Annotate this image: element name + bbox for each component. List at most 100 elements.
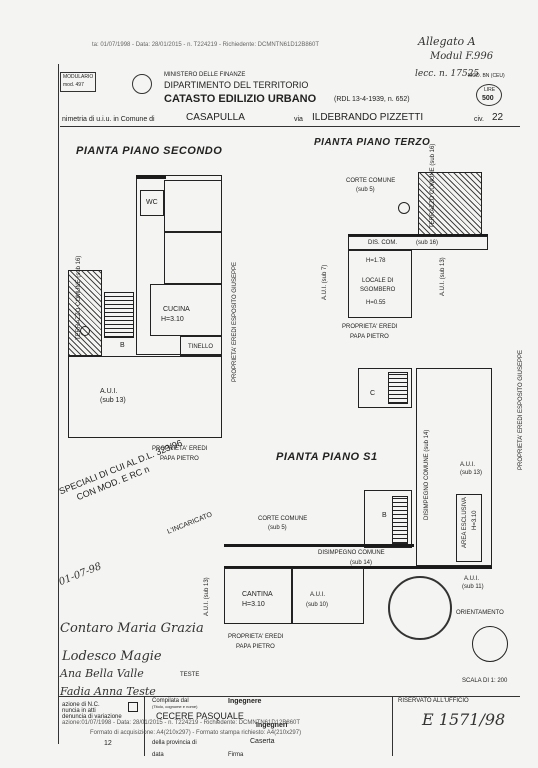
dis-com-label: DIS. COM. <box>368 240 398 246</box>
plan-second-title: PIANTA PIANO SECONDO <box>76 145 223 157</box>
cantina-room <box>224 568 292 624</box>
prop-third-1: PROPRIETA' EREDI <box>342 324 398 330</box>
prop-second-bottom1: PROPRIETA' EREDI <box>152 446 208 452</box>
corte-third-sub: (sub 5) <box>356 187 375 193</box>
civ: 22 <box>492 112 504 123</box>
dichiarazione-label: azione di N.C. <box>62 702 100 708</box>
aui-s1-r2-sub: (sub 11) <box>462 584 484 590</box>
tinello-label: TINELLO <box>188 344 214 350</box>
firma-label: Firma <box>228 752 244 758</box>
b-label-s1: B <box>382 512 387 519</box>
aui-second-area <box>68 356 222 438</box>
aui-third-right: A.U.I. (sub 13) <box>440 257 446 296</box>
via: ILDEBRANDO PIZZETTI <box>312 112 424 123</box>
wc-label: WC <box>146 199 158 206</box>
disimpegno-sub: (sub 14) <box>350 560 373 566</box>
prov-value: Caserta <box>250 738 275 745</box>
room-c <box>358 368 412 408</box>
terrazzo-second-label: TERRAZZO COMUNE (sub 16) <box>76 255 82 340</box>
compass-icon <box>80 326 90 336</box>
comune: CASAPULLA <box>186 112 245 123</box>
dis-com-strip <box>348 236 488 250</box>
compilata-label: Compilata dal <box>152 698 189 704</box>
cantina-label: CANTINA <box>242 591 273 598</box>
aui-s1-mid-area <box>292 568 364 624</box>
corte-s1-sub: (sub 5) <box>268 525 287 531</box>
footer-rule <box>58 696 520 697</box>
stairs-s1-top <box>388 372 408 404</box>
data-label: data <box>152 752 164 758</box>
lire-value: 500 <box>482 95 494 102</box>
prop-s1-1: PROPRIETA' EREDI <box>228 634 284 640</box>
mod-code: MOD. BN (CEU) <box>468 73 505 79</box>
stamp-date: 01-07-98 <box>57 561 104 589</box>
lire-stamp: LIRE 500 <box>476 84 502 106</box>
stamp-incaricato: L'INCARICATO <box>166 511 214 536</box>
denuncia-label1: nuncia in atti <box>62 708 96 714</box>
handwritten-lecc: lecc. n. 17525 <box>415 69 480 79</box>
disimpegno-area <box>416 368 492 566</box>
aui-s1-left: A.U.I. (sub 13) <box>204 577 210 616</box>
tinello-room <box>180 336 222 356</box>
wall <box>224 544 414 547</box>
cucina-room <box>150 284 222 336</box>
corte-third-label: CORTE COMUNE <box>346 178 396 184</box>
aui-s1-r1-sub: (sub 13) <box>460 470 483 476</box>
law-reference: (RDL 13-4-1939, n. 652) <box>334 96 410 103</box>
teste-label: TESTE <box>180 672 200 678</box>
locale-sgombero <box>348 250 412 318</box>
aui-second-label: A.U.I. <box>100 388 118 395</box>
compass-third-icon <box>398 202 410 214</box>
scala-label: SCALA DI 1: 200 <box>462 678 508 684</box>
footer-divider-1 <box>144 696 145 756</box>
model-code: mod. 497 <box>63 82 84 88</box>
north-arrow-icon <box>472 626 508 662</box>
dis-com-sub: (sub 16) <box>416 240 439 246</box>
ministry: MINISTERO DELLE FINANZE <box>164 72 246 78</box>
prop-s1-2: PAPA PIETRO <box>236 644 275 650</box>
room-middle <box>164 232 222 284</box>
aui-third-left: A.U.I. (sub 7) <box>322 264 328 300</box>
riservato-label: RISERVATO ALL'UFFICIO <box>398 698 469 704</box>
aui-second-sub: (sub 13) <box>100 397 126 404</box>
wall <box>136 175 166 179</box>
h178-label: H=1.78 <box>366 258 386 264</box>
handwriting-line4: Fadia Anna Teste <box>60 685 156 698</box>
plan-s1-title: PIANTA PIANO S1 <box>276 451 378 463</box>
room-b-s1 <box>364 490 412 548</box>
department: DIPARTIMENTO DEL TERRITORIO <box>164 80 309 90</box>
plan-third-title: PIANTA PIANO TERZO <box>314 137 431 148</box>
disimpegno-v-label: DISIMPEGNO COMUNE (sub 14) <box>424 429 430 520</box>
fax-header-line: ta: 01/07/1998 - Data: 28/01/2015 - n. T… <box>92 42 320 48</box>
room-top <box>164 180 222 232</box>
footer-fax-line2: Formato di acquisizione: A4(210x297) - F… <box>90 730 302 736</box>
aui-s1-mid-sub: (sub 10) <box>306 602 329 608</box>
lire-label: LIRE <box>484 87 496 93</box>
aui-s1-mid: A.U.I. <box>310 592 326 598</box>
stairs-s1 <box>392 496 408 544</box>
handwritten-modul: Modul F.996 <box>430 51 494 62</box>
republic-emblem-icon <box>132 74 152 94</box>
cucina-label: CUCINA <box>163 306 190 313</box>
terrazzo-third-hatch <box>418 172 482 236</box>
corte-s1-label: CORTE COMUNE <box>258 516 308 522</box>
left-margin-rule <box>58 64 59 744</box>
ingegnere-title: Ingegnere <box>228 698 262 705</box>
header-rule <box>60 126 520 127</box>
catasto-title: CATASTO EDILIZIO URBANO <box>164 93 317 105</box>
locale-label2: SGOMBERO <box>360 287 396 293</box>
wall <box>348 234 488 237</box>
aui-s1-r2: A.U.I. <box>464 576 480 582</box>
handwriting-line1: Contaro Maria Grazia <box>60 621 204 636</box>
orientamento-label: ORIENTAMENTO <box>456 610 504 616</box>
area-label: AREA ESCLUSIVA <box>462 497 468 548</box>
model-box: MODULARIO mod. 497 <box>60 72 96 92</box>
cantina-height: H=3.10 <box>242 601 265 608</box>
civ-label: civ. <box>474 116 484 123</box>
checkbox-nc <box>128 702 138 712</box>
official-seal-icon <box>388 576 452 640</box>
area-height: H=3.10 <box>472 510 478 530</box>
footer-fax-line1: azione:01/07/1998 - Data: 28/01/2015 - n… <box>62 720 301 726</box>
wc-room <box>140 190 164 216</box>
cucina-height: H=3.10 <box>161 316 184 323</box>
